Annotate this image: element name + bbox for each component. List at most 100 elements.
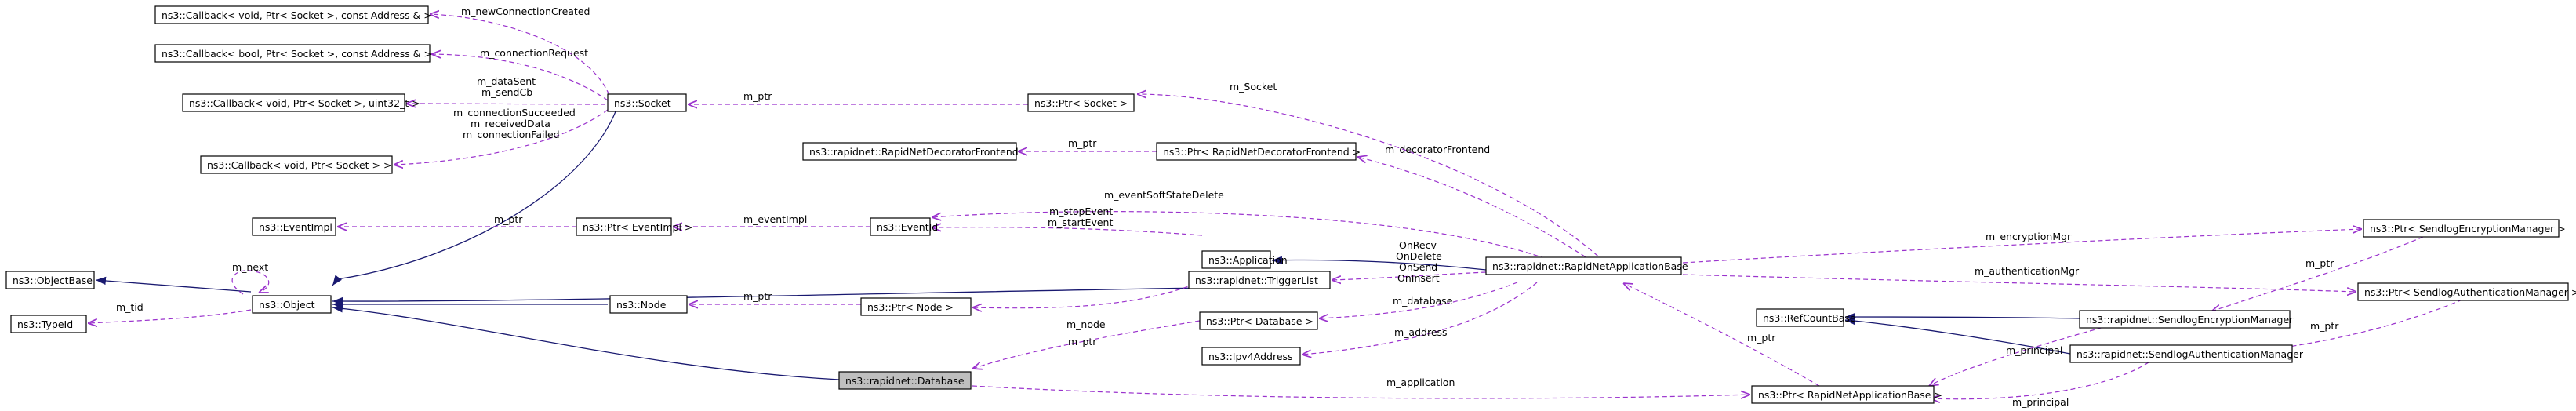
edge-rapidnet-to-ptrdecorator [1357, 157, 1593, 262]
edge-connreq [431, 54, 609, 101]
node-rapidnet-app[interactable]: ns3::rapidnet::RapidNetApplicationBase [1485, 256, 1688, 275]
edge-object-to-objectbase [95, 276, 252, 293]
edge-conncb [394, 109, 609, 165]
svg-text:ns3::rapidnet::Database: ns3::rapidnet::Database [845, 375, 965, 387]
label-auth-ptr: m_ptr [2310, 320, 2339, 332]
node-objectbase[interactable]: ns3::ObjectBase [5, 271, 95, 289]
edge-encmgr-to-ptrrapidnet [1929, 325, 2110, 386]
node-ptr-socket[interactable]: ns3::Ptr< Socket > [1027, 93, 1135, 112]
node-enc-mgr[interactable]: ns3::rapidnet::SendlogEncryptionManager [2079, 310, 2294, 329]
label-enc-ptr: m_ptr [2305, 257, 2334, 269]
edge-rapidnet-to-ptrenc [1682, 229, 2362, 264]
label-datasent: m_dataSent m_sendCb [477, 75, 539, 98]
svg-text:ns3::rapidnet::TriggerList: ns3::rapidnet::TriggerList [1195, 275, 1318, 286]
label-m-eventimpl: m_eventImpl [743, 213, 807, 225]
node-ptr-database[interactable]: ns3::Ptr< Database > [1199, 311, 1318, 330]
svg-text:ns3::EventImpl: ns3::EventImpl [259, 221, 332, 233]
edge-rapidnet-to-ipv4 [1302, 282, 1538, 355]
node-eventid[interactable]: ns3::EventId [870, 217, 938, 236]
edge-object-next [231, 270, 270, 295]
node-auth-mgr[interactable]: ns3::rapidnet::SendlogAuthenticationMana… [2069, 344, 2304, 363]
node-node[interactable]: ns3::Node [609, 295, 688, 314]
label-m-next: m_next [232, 261, 268, 273]
node-application[interactable]: ns3::Application [1201, 250, 1288, 269]
edge-ptrrapidnet-to-rapidnet [1623, 283, 1820, 387]
label-database-ptr: m_ptr [1068, 336, 1097, 347]
label-conncb-line3: m_connectionFailed [463, 129, 560, 140]
label-principal-auth: m_principal [2012, 396, 2069, 408]
edge-rapidnet-to-ptrdatabase [1319, 282, 1518, 318]
edge-newconn [430, 14, 612, 103]
label-triggers-line1: OnRecv [1399, 239, 1437, 251]
label-conncb-line1: m_connectionSucceeded [453, 107, 576, 118]
label-datasent-line1: m_dataSent [477, 75, 536, 87]
svg-text:ns3::EventId: ns3::EventId [877, 221, 938, 233]
label-m-node: m_node [1066, 318, 1106, 330]
edge-rapidnet-to-triggerlist [1332, 271, 1487, 280]
svg-text:ns3::ObjectBase: ns3::ObjectBase [13, 275, 93, 286]
edge-socket-to-object [332, 100, 620, 286]
label-m-address: m_address [1394, 326, 1448, 338]
node-callback-connreq[interactable]: ns3::Callback< bool, Ptr< Socket >, cons… [154, 44, 432, 63]
node-ipv4address[interactable]: ns3::Ipv4Address [1201, 347, 1301, 366]
node-object[interactable]: ns3::Object [252, 295, 332, 314]
svg-text:ns3::rapidnet::SendlogAuthenti: ns3::rapidnet::SendlogAuthenticationMana… [2076, 348, 2304, 360]
node-ptr-enc[interactable]: ns3::Ptr< SendlogEncryptionManager > [2363, 219, 2566, 238]
svg-text:ns3::Callback< void, Ptr< Sock: ns3::Callback< void, Ptr< Socket > > [207, 159, 391, 171]
node-triggerlist[interactable]: ns3::rapidnet::TriggerList [1188, 271, 1331, 289]
edge-rapidnet-to-ptrauth [1682, 274, 2356, 292]
label-triggers-line3: OnSend [1399, 261, 1437, 273]
label-stopstart-line2: m_startEvent [1048, 216, 1113, 228]
svg-text:ns3::Ptr< Socket >: ns3::Ptr< Socket > [1034, 97, 1128, 109]
node-ptr-node[interactable]: ns3::Ptr< Node > [860, 297, 972, 316]
node-decorator-frontend[interactable]: ns3::rapidnet::RapidNetDecoratorFrontend [802, 142, 1019, 161]
svg-text:ns3::rapidnet::RapidNetDecorat: ns3::rapidnet::RapidNetDecoratorFrontend [809, 146, 1019, 158]
edges [88, 14, 2463, 399]
svg-text:ns3::Ptr< Database >: ns3::Ptr< Database > [1206, 315, 1313, 327]
label-principal-enc: m_principal [2006, 344, 2062, 356]
node-eventimpl[interactable]: ns3::EventImpl [252, 217, 336, 236]
svg-text:ns3::Node: ns3::Node [616, 299, 667, 311]
label-m-decorator: m_decoratorFrontend [1385, 144, 1490, 155]
edge-authmgr-to-ptrrapidnet [1931, 362, 2149, 399]
node-callback-datasent[interactable]: ns3::Callback< void, Ptr< Socket >, uint… [182, 93, 420, 112]
label-triggers-line4: OnInsert [1397, 272, 1440, 284]
label-rapidnet-ptr: m_ptr [1747, 332, 1776, 344]
node-ptr-rapidnet[interactable]: ns3::Ptr< RapidNetApplicationBase > [1751, 385, 1942, 404]
edge-database-to-object [332, 304, 840, 380]
label-m-socket: m_Socket [1230, 81, 1277, 93]
node-ptr-eventimpl[interactable]: ns3::Ptr< EventImpl > [576, 217, 692, 236]
node-callback-newconn[interactable]: ns3::Callback< void, Ptr< Socket >, cons… [154, 5, 432, 24]
svg-text:ns3::Ipv4Address: ns3::Ipv4Address [1208, 351, 1293, 362]
label-m-tid: m_tid [116, 301, 144, 313]
label-m-stopstart: m_stopEvent m_startEvent [1048, 206, 1116, 228]
node-socket[interactable]: ns3::Socket [607, 93, 687, 112]
svg-text:ns3::TypeId: ns3::TypeId [17, 318, 73, 330]
node-typeid[interactable]: ns3::TypeId [10, 315, 87, 333]
svg-text:ns3::Callback< void, Ptr< Sock: ns3::Callback< void, Ptr< Socket >, uint… [189, 97, 420, 109]
label-triggers-line2: OnDelete [1396, 250, 1442, 262]
node-ptr-decorator[interactable]: ns3::Ptr< RapidNetDecoratorFrontend > [1156, 142, 1361, 161]
svg-text:ns3::Callback< void, Ptr< Sock: ns3::Callback< void, Ptr< Socket >, cons… [162, 9, 432, 21]
node-database[interactable]: ns3::rapidnet::Database [838, 371, 972, 390]
edge-labels: m_newConnectionCreated m_connectionReque… [116, 5, 2339, 408]
svg-text:ns3::Ptr< RapidNetApplicationB: ns3::Ptr< RapidNetApplicationBase > [1758, 389, 1942, 401]
node-ptr-auth[interactable]: ns3::Ptr< SendlogAuthenticationManager > [2357, 282, 2576, 301]
edge-ptrenc-to-encmgr [2211, 236, 2424, 311]
svg-text:ns3::Ptr< SendlogAuthenticatio: ns3::Ptr< SendlogAuthenticationManager > [2364, 286, 2576, 298]
svg-text:ns3::Application: ns3::Application [1208, 254, 1288, 266]
label-connreq: m_connectionRequest [480, 47, 588, 59]
node-refcountbase[interactable]: ns3::RefCountBase [1756, 308, 1856, 327]
node-callback-conn[interactable]: ns3::Callback< void, Ptr< Socket > > [200, 155, 393, 174]
svg-text:ns3::Socket: ns3::Socket [614, 97, 671, 109]
svg-text:ns3::Object: ns3::Object [259, 299, 315, 311]
edge-ptrdatabase-to-database [972, 320, 1201, 369]
edge-object-to-typeid [88, 309, 252, 323]
label-node-ptr: m_ptr [743, 290, 772, 302]
label-datasent-line2: m_sendCb [481, 86, 532, 98]
svg-text:ns3::Ptr< EventImpl >: ns3::Ptr< EventImpl > [583, 221, 692, 233]
svg-text:ns3::RefCountBase: ns3::RefCountBase [1763, 312, 1856, 324]
edge-rapidnet-to-application [1271, 256, 1487, 271]
edge-application-to-eventid [932, 227, 1203, 236]
